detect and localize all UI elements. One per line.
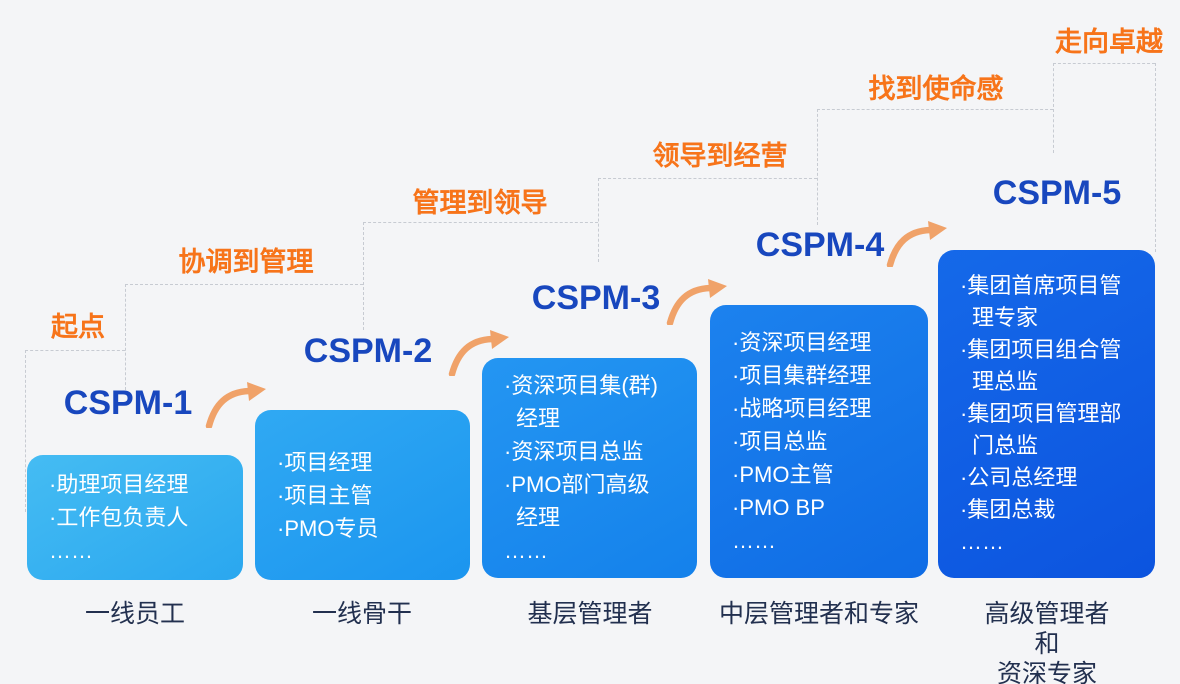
cspm-1-roles-box: ·助理项目经理 ·工作包负责人 ……	[27, 455, 243, 580]
cspm-1-title: CSPM-1	[63, 384, 193, 422]
stage-label-find-mission: 找到使命感	[868, 74, 1004, 104]
stair-tread-4	[598, 178, 817, 179]
stair-tread-3	[363, 222, 598, 223]
role-item: ·集团总裁	[960, 497, 1056, 522]
role-item: ·资深项目经理	[732, 330, 872, 355]
up-arrow-icon	[205, 382, 266, 428]
role-item: ·工作包负责人	[49, 505, 189, 530]
stair-tread-2	[125, 284, 363, 285]
stair-tread-1	[25, 350, 125, 351]
role-item: ·项目集群经理	[732, 363, 872, 388]
stage-label-management-to-leadership: 管理到领导	[412, 188, 548, 218]
cspm-2-roles-box: ·项目经理 ·项目主管 ·PMO专员	[255, 410, 470, 580]
role-item: ·战略项目经理	[732, 396, 872, 421]
summit-label: 走向卓越	[1055, 27, 1163, 57]
role-item: ·项目总监	[732, 429, 828, 454]
cspm-5-roles-box: ·集团首席项目管 理专家 ·集团项目组合管 理总监 ·集团项目管理部 门总监 ·公司总…	[938, 250, 1155, 578]
cspm-5-title: CSPM-5	[992, 174, 1122, 212]
up-arrow-icon	[448, 330, 509, 376]
role-item: ……	[732, 528, 776, 553]
role-item: ·项目主管	[277, 482, 373, 508]
stair-riser-6	[1155, 63, 1156, 252]
role-item: ·资深项目集(群) 经理	[504, 373, 658, 431]
cspm-4-title: CSPM-4	[755, 226, 885, 264]
role-item: ·PMO主管	[732, 462, 834, 487]
stair-riser-2	[363, 222, 364, 330]
cspm-3-roles-box: ·资深项目集(群) 经理 ·资深项目总监 ·PMO部门高级 经理 ……	[482, 358, 697, 578]
stair-riser-0	[25, 350, 26, 512]
role-item: ·资深项目总监	[504, 439, 644, 464]
role-item: ·助理项目经理	[49, 472, 189, 497]
tier-label-frontline-staff: 一线员工	[84, 600, 186, 628]
role-item: ·PMO部门高级 经理	[504, 472, 650, 530]
stair-riser-1	[125, 284, 126, 390]
role-item: ……	[504, 538, 548, 563]
role-item: ·公司总经理	[960, 465, 1078, 490]
role-item: ·集团项目管理部 门总监	[960, 401, 1122, 458]
cspm-2-title: CSPM-2	[303, 332, 433, 370]
role-item: ……	[960, 529, 1004, 554]
stair-riser-4	[817, 109, 818, 225]
stage-label-coordination-to-management: 协调到管理	[178, 247, 314, 277]
cspm-4-roles-box: ·资深项目经理 ·项目集群经理 ·战略项目经理 ·项目总监 ·PMO主管 ·PMO BP ……	[710, 305, 928, 578]
role-item: ·PMO BP	[732, 495, 825, 520]
cspm-3-title: CSPM-3	[531, 279, 661, 317]
tier-label-frontline-backbone: 一线骨干	[311, 600, 413, 628]
up-arrow-icon	[886, 221, 947, 267]
stair-tread-6	[1053, 63, 1155, 64]
up-arrow-icon	[666, 279, 727, 325]
tier-label-junior-managers: 基层管理者	[527, 600, 653, 628]
role-item: ·项目经理	[277, 449, 373, 475]
stair-riser-3	[598, 178, 599, 262]
tier-label-middle-managers-experts: 中层管理者和专家	[718, 600, 920, 628]
stage-label-leadership-to-operation: 领导到经营	[652, 141, 788, 171]
role-item: ·集团项目组合管 理总监	[960, 337, 1122, 394]
role-item: ·集团首席项目管 理专家	[960, 273, 1122, 330]
role-item: ……	[49, 538, 93, 563]
role-item: ·PMO专员	[277, 515, 379, 541]
stage-label-start: 起点	[51, 312, 105, 342]
tier-label-senior-managers-experts: 高级管理者和 资深专家	[984, 600, 1110, 684]
stair-tread-5	[817, 109, 1053, 110]
stair-riser-5	[1053, 63, 1054, 153]
